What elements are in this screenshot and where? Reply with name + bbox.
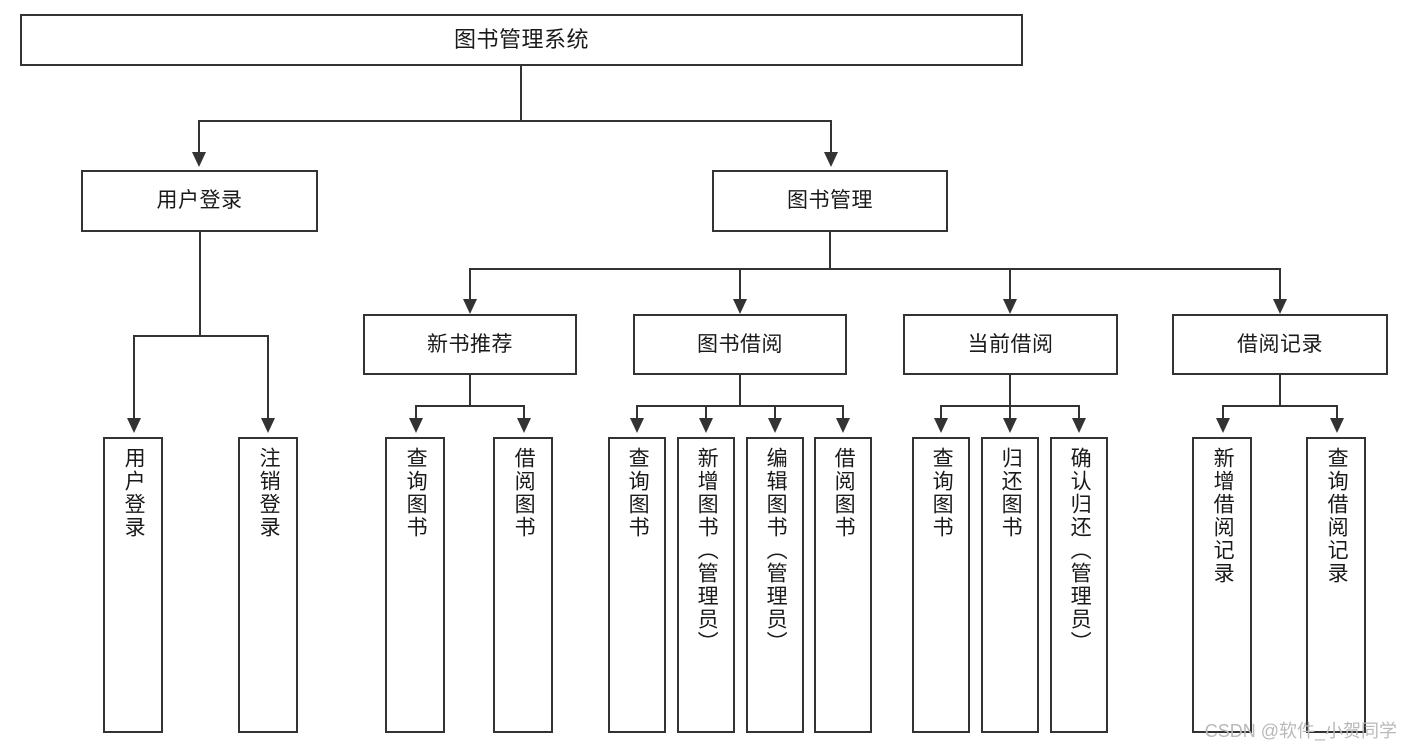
node-book-management[interactable]: 图书管理 xyxy=(712,170,948,232)
leaf-label: 查询借阅记录 xyxy=(1325,447,1349,585)
connector-borrow-record-drop-1 xyxy=(1222,405,1224,420)
node-user-login[interactable]: 用户登录 xyxy=(81,170,318,232)
connector-new-book-drop-1 xyxy=(415,405,417,420)
arrow-new-book-to-leaf-1 xyxy=(409,418,423,433)
arrow-user-login-to-leaf-2 xyxy=(261,418,275,433)
connector-book-management-stem xyxy=(829,232,831,268)
node-book-borrow[interactable]: 图书借阅 xyxy=(633,314,847,375)
leaf-label: 查询图书 xyxy=(930,447,954,539)
arrow-book-borrow-to-leaf-2 xyxy=(699,418,713,433)
node-label: 当前借阅 xyxy=(967,332,1054,356)
connector-current-borrow-stem xyxy=(1009,375,1011,405)
node-new-book-recommendation[interactable]: 新书推荐 xyxy=(363,314,577,375)
arrow-book-borrow-to-leaf-4 xyxy=(836,418,850,433)
leaf-book-borrow-add-book-admin[interactable]: 新增图书（管理员） xyxy=(677,437,735,733)
connector-current-borrow-drop-2 xyxy=(1009,405,1011,420)
connector-borrow-record-stem xyxy=(1279,375,1281,405)
arrow-new-book-to-leaf-2 xyxy=(517,418,531,433)
leaf-new-book-query-book[interactable]: 查询图书 xyxy=(385,437,445,733)
connector-book-borrow-drop-1 xyxy=(636,405,638,420)
leaf-current-borrow-query-book[interactable]: 查询图书 xyxy=(912,437,970,733)
node-label: 新书推荐 xyxy=(427,332,513,356)
leaf-label: 借阅图书 xyxy=(832,447,856,539)
arrow-current-borrow-to-leaf-2 xyxy=(1003,418,1017,433)
leaf-new-book-borrow-book[interactable]: 借阅图书 xyxy=(493,437,553,733)
leaf-label: 注销登录 xyxy=(257,447,281,539)
connector-user-login-stem xyxy=(199,232,201,335)
connector-root-drop-user-login xyxy=(198,120,200,154)
leaf-book-borrow-borrow-book[interactable]: 借阅图书 xyxy=(814,437,872,733)
connector-bm-drop-new-book xyxy=(469,268,471,301)
arrow-book-borrow-to-leaf-1 xyxy=(630,418,644,433)
leaf-label: 借阅图书 xyxy=(512,447,536,539)
arrow-book-borrow-to-leaf-3 xyxy=(768,418,782,433)
connector-root-stem xyxy=(520,66,522,120)
node-borrow-record[interactable]: 借阅记录 xyxy=(1172,314,1388,375)
node-label: 用户登录 xyxy=(156,189,243,213)
leaf-label: 确认归还（管理员） xyxy=(1068,447,1092,654)
leaf-book-borrow-query-book[interactable]: 查询图书 xyxy=(608,437,666,733)
connector-book-borrow-drop-4 xyxy=(842,405,844,420)
connector-book-borrow-bus xyxy=(636,405,844,407)
connector-current-borrow-drop-3 xyxy=(1078,405,1080,420)
leaf-label: 新增借阅记录 xyxy=(1211,447,1235,585)
connector-new-book-stem xyxy=(469,375,471,405)
leaf-label: 查询图书 xyxy=(626,447,650,539)
connector-user-login-drop-2 xyxy=(267,335,269,420)
leaf-user-login-login[interactable]: 用户登录 xyxy=(103,437,163,733)
leaf-label: 查询图书 xyxy=(404,447,428,539)
connector-user-login-drop-1 xyxy=(133,335,135,420)
connector-book-borrow-drop-2 xyxy=(705,405,707,420)
arrow-bm-to-borrow-record xyxy=(1273,299,1287,314)
arrow-root-to-book-management xyxy=(824,152,838,167)
node-label: 图书借阅 xyxy=(697,332,783,356)
leaf-user-login-logout[interactable]: 注销登录 xyxy=(238,437,298,733)
connector-root-drop-book-management xyxy=(830,120,832,154)
arrow-bm-to-book-borrow xyxy=(733,299,747,314)
arrow-borrow-record-to-leaf-1 xyxy=(1216,418,1230,433)
connector-book-borrow-drop-3 xyxy=(774,405,776,420)
node-root-book-management-system[interactable]: 图书管理系统 xyxy=(20,14,1023,66)
node-label: 图书管理 xyxy=(787,189,873,213)
leaf-borrow-record-add-record[interactable]: 新增借阅记录 xyxy=(1192,437,1252,733)
connector-new-book-drop-2 xyxy=(523,405,525,420)
leaf-book-borrow-edit-book-admin[interactable]: 编辑图书（管理员） xyxy=(746,437,804,733)
connector-bm-drop-borrow-record xyxy=(1279,268,1281,301)
connector-root-bus xyxy=(198,120,832,122)
connector-borrow-record-drop-2 xyxy=(1336,405,1338,420)
connector-bm-drop-current-borrow xyxy=(1009,268,1011,301)
leaf-label: 用户登录 xyxy=(122,447,146,539)
arrow-bm-to-current-borrow xyxy=(1003,299,1017,314)
connector-borrow-record-bus xyxy=(1222,405,1338,407)
node-label: 图书管理系统 xyxy=(453,26,589,52)
connector-book-borrow-stem xyxy=(739,375,741,405)
connector-bm-drop-book-borrow xyxy=(739,268,741,301)
node-label: 借阅记录 xyxy=(1237,332,1323,356)
node-current-borrow[interactable]: 当前借阅 xyxy=(903,314,1118,375)
arrow-current-borrow-to-leaf-3 xyxy=(1072,418,1086,433)
leaf-borrow-record-query-record[interactable]: 查询借阅记录 xyxy=(1306,437,1366,733)
leaf-label: 归还图书 xyxy=(999,447,1023,539)
leaf-label: 新增图书（管理员） xyxy=(695,447,719,654)
leaf-current-borrow-return-book[interactable]: 归还图书 xyxy=(981,437,1039,733)
arrow-user-login-to-leaf-1 xyxy=(127,418,141,433)
arrow-borrow-record-to-leaf-2 xyxy=(1330,418,1344,433)
connector-new-book-bus xyxy=(415,405,525,407)
connector-book-management-bus xyxy=(469,268,1281,270)
connector-current-borrow-drop-1 xyxy=(940,405,942,420)
connector-user-login-bus xyxy=(133,335,269,337)
arrow-current-borrow-to-leaf-1 xyxy=(934,418,948,433)
leaf-label: 编辑图书（管理员） xyxy=(764,447,788,654)
arrow-root-to-user-login xyxy=(192,152,206,167)
leaf-current-borrow-confirm-return-admin[interactable]: 确认归还（管理员） xyxy=(1050,437,1108,733)
arrow-bm-to-new-book xyxy=(463,299,477,314)
